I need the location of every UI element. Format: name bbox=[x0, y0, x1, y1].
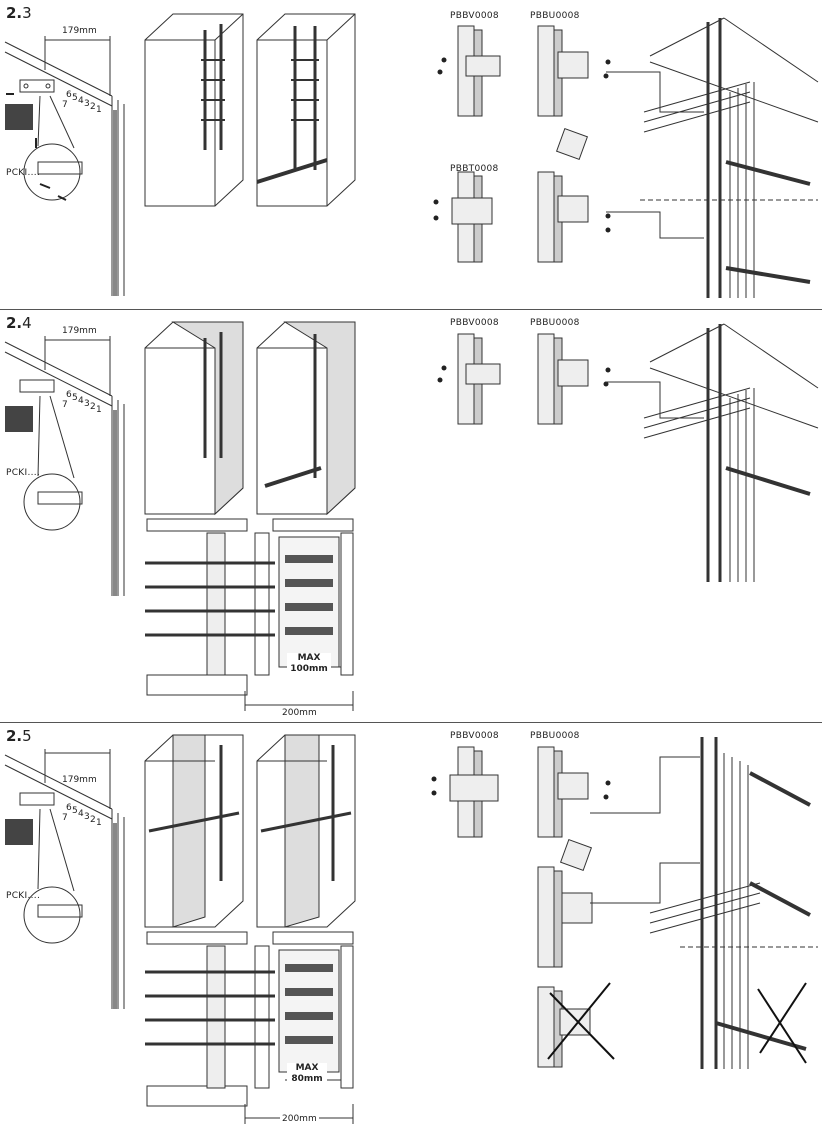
scale-digit: 5 bbox=[72, 393, 78, 403]
scale-digit: 1 bbox=[96, 405, 102, 415]
max-value: 80mm bbox=[291, 1074, 323, 1084]
assembly-isometric-diagram bbox=[606, 323, 819, 582]
max-label: MAX bbox=[295, 1063, 319, 1073]
section-number: 2.3 bbox=[6, 4, 32, 22]
part-code: PBBU0008 bbox=[530, 318, 580, 328]
part-code: PBBV0008 bbox=[450, 318, 499, 328]
scale-digit: 6 bbox=[66, 90, 72, 100]
part-label: PCKI.... bbox=[6, 468, 41, 478]
scale-digit: 3 bbox=[84, 99, 90, 109]
assembly-isometric-diagram bbox=[590, 737, 818, 1069]
max-label: MAX bbox=[297, 653, 321, 663]
scale-digit: 2 bbox=[90, 102, 96, 112]
scale-digit: 1 bbox=[96, 105, 102, 115]
section-2-3: 2.3 179mm 6 5 4 3 2 bbox=[0, 0, 822, 308]
scale-digit: 5 bbox=[72, 806, 78, 816]
bracket-parts-diagram bbox=[433, 25, 611, 263]
scale-digit: 6 bbox=[66, 803, 72, 813]
scale-digit: 4 bbox=[78, 96, 84, 106]
scale-digit: 3 bbox=[84, 812, 90, 822]
section-number: 2.4 bbox=[6, 314, 32, 332]
cabinet-isometric-diagram bbox=[144, 321, 356, 516]
max-gap-label: MAX 100mm bbox=[287, 653, 331, 675]
width-label: 200mm bbox=[280, 1114, 319, 1124]
section-2-5: 2.5 179mm 6 5 4 3 2 1 7 PCKI.... bbox=[0, 723, 822, 1128]
section-number: 2.5 bbox=[6, 727, 32, 745]
max-gap-label: MAX 80mm bbox=[287, 1063, 327, 1085]
scale-digit: 4 bbox=[78, 809, 84, 819]
part-label: PCKI.... bbox=[6, 891, 41, 901]
part-code: PBBU0008 bbox=[530, 731, 580, 741]
part-code: PBBT0008 bbox=[450, 164, 499, 174]
part-code: PBBV0008 bbox=[450, 731, 499, 741]
section-2-4: 2.4 179mm 6 5 4 3 2 1 7 PCKI.... bbox=[0, 310, 822, 720]
ruler-detail-diagram bbox=[4, 749, 125, 1009]
plan-view-diagram bbox=[145, 518, 354, 711]
part-label: PCKI.... bbox=[6, 168, 41, 178]
bracket-parts-diagram bbox=[437, 333, 611, 425]
scale-digit: 5 bbox=[72, 93, 78, 103]
scale-digit: 7 bbox=[62, 100, 68, 110]
dimension-label: 179mm bbox=[62, 775, 97, 785]
scale-digit: 2 bbox=[90, 815, 96, 825]
ruler-detail-diagram bbox=[4, 36, 125, 296]
cabinet-isometric-diagram bbox=[144, 13, 356, 207]
cabinet-isometric-diagram bbox=[144, 734, 356, 928]
section-divider bbox=[0, 309, 822, 310]
part-code: PBBV0008 bbox=[450, 11, 499, 21]
scale-digit: 2 bbox=[90, 402, 96, 412]
scale-digit: 4 bbox=[78, 396, 84, 406]
width-label: 200mm bbox=[280, 708, 319, 718]
section-divider bbox=[0, 722, 822, 723]
scale-digit: 3 bbox=[84, 399, 90, 409]
dimension-label: 179mm bbox=[62, 26, 97, 36]
scale-digit: 6 bbox=[66, 390, 72, 400]
scale-digit: 7 bbox=[62, 400, 68, 410]
bracket-parts-diagram bbox=[431, 746, 615, 1068]
assembly-isometric-diagram bbox=[606, 17, 819, 298]
scale-digit: 7 bbox=[62, 813, 68, 823]
part-code: PBBU0008 bbox=[530, 11, 580, 21]
plan-view-diagram bbox=[145, 931, 354, 1124]
max-value: 100mm bbox=[290, 664, 328, 674]
scale-digit: 1 bbox=[96, 818, 102, 828]
dimension-label: 179mm bbox=[62, 326, 97, 336]
ruler-detail-diagram bbox=[4, 336, 125, 596]
